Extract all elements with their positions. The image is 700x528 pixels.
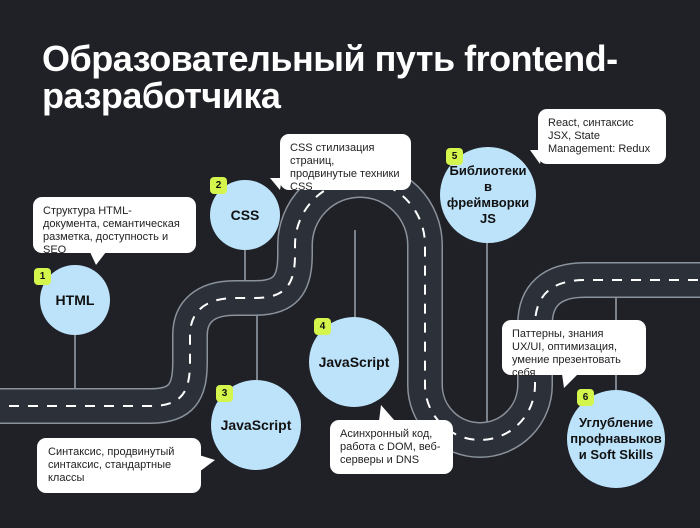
callout-text: Синтаксис, продвинутый синтаксис, станда… xyxy=(48,446,175,484)
step-badge: 4 xyxy=(314,318,331,335)
step-badge: 1 xyxy=(34,268,51,285)
step-badge: 5 xyxy=(446,148,463,165)
callout-libraries: React, синтаксис JSX, State Management: … xyxy=(538,109,666,164)
step-badge: 2 xyxy=(210,177,227,194)
callout-tail xyxy=(270,178,282,190)
callout-text: Асинхронный код, работа с DOM, веб-серве… xyxy=(340,428,441,466)
step-badge: 3 xyxy=(216,385,233,402)
callout-tail xyxy=(199,455,215,472)
step-label: Библиотеки в фреймворки JS xyxy=(446,163,530,226)
callout-tail xyxy=(530,150,542,164)
callout-text: CSS стилизация страниц, продвинутые техн… xyxy=(290,142,400,193)
step-badge: 6 xyxy=(577,389,594,406)
callout-html: Структура HTML-документа, семантическая … xyxy=(33,197,196,256)
callout-tail xyxy=(90,252,106,265)
page-title: Образовательный путь frontend-разработчи… xyxy=(42,38,618,116)
step-node-css[interactable]: CSS xyxy=(210,180,280,250)
callout-tail xyxy=(562,374,578,388)
step-label: JavaScript xyxy=(220,417,292,433)
callout-tail xyxy=(379,405,395,421)
callout-soft-skills: Паттерны, знания UX/UI, оптимизация, уме… xyxy=(502,320,646,379)
callout-text: Паттерны, знания UX/UI, оптимизация, уме… xyxy=(512,328,621,379)
callout-css: CSS стилизация страниц, продвинутые техн… xyxy=(280,134,411,193)
step-label: HTML xyxy=(55,292,95,308)
step-label: CSS xyxy=(230,207,260,223)
step-node-html[interactable]: HTML xyxy=(40,265,110,335)
step-label: JavaScript xyxy=(318,354,390,370)
callout-text: React, синтаксис JSX, State Management: … xyxy=(548,117,651,155)
step-node-soft-skills[interactable]: Углубление профнавыков и Soft Skills xyxy=(567,390,665,488)
step-label: Углубление профнавыков и Soft Skills xyxy=(570,415,662,462)
callout-javascript-1: Синтаксис, продвинутый синтаксис, станда… xyxy=(37,438,201,493)
callout-javascript-2: Асинхронный код, работа с DOM, веб-серве… xyxy=(330,420,453,474)
callout-text: Структура HTML-документа, семантическая … xyxy=(43,205,180,256)
